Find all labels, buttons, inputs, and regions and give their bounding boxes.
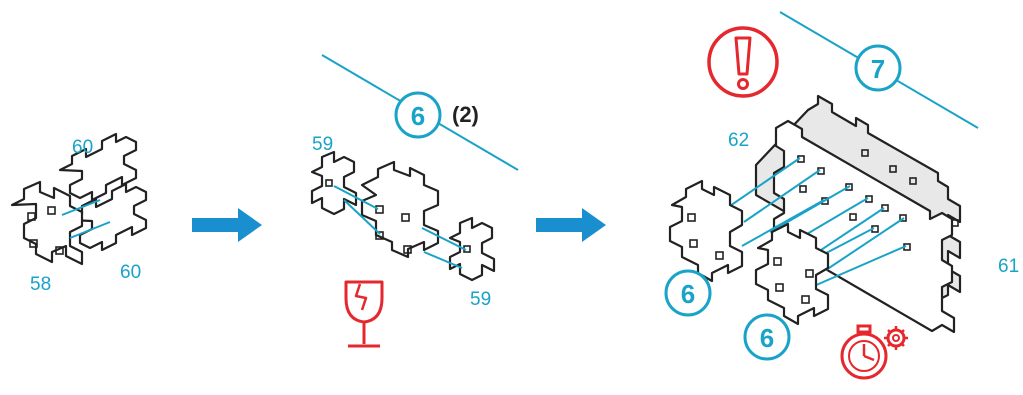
step-badge — [394, 91, 442, 139]
step-badge — [854, 44, 902, 92]
hole — [47, 206, 56, 215]
hole — [805, 269, 814, 278]
rod — [343, 199, 381, 235]
piece-59-right — [448, 216, 496, 282]
rod — [423, 251, 463, 269]
sub-assembly-6-left — [668, 179, 744, 283]
label-59-left: 59 — [312, 134, 333, 155]
rod — [61, 199, 101, 216]
hole — [29, 239, 38, 248]
hole — [403, 245, 412, 254]
hole — [325, 179, 333, 187]
rods — [723, 157, 907, 287]
sub-step-number-1: 6 — [681, 279, 695, 309]
label-60-top: 60 — [72, 137, 93, 158]
sub-assembly-6-right — [754, 222, 830, 326]
hole — [775, 283, 784, 292]
piece-59-left — [310, 150, 358, 216]
step-number: 7 — [871, 54, 885, 84]
next-arrow-2 — [536, 208, 606, 242]
hole — [375, 231, 384, 240]
rod — [333, 185, 379, 210]
step2-assembly: 6 (2) 59 59 — [310, 54, 519, 348]
step1-assembly: 60 60 58 — [10, 132, 148, 295]
label-59-right: 59 — [470, 289, 491, 310]
sub-step-badge-2 — [743, 313, 791, 361]
piece-60-top — [58, 132, 138, 202]
hole — [689, 239, 698, 248]
hole — [715, 251, 724, 260]
piece-center — [360, 160, 440, 259]
hole — [687, 213, 696, 222]
exclamation-warning-icon — [707, 26, 779, 98]
hole — [773, 257, 782, 266]
rod — [69, 221, 111, 239]
rod — [421, 227, 467, 251]
hole — [375, 205, 384, 214]
hole — [401, 213, 410, 222]
label-61: 61 — [998, 256, 1019, 277]
quantity-label: (2) — [452, 102, 479, 127]
hole — [55, 246, 64, 255]
next-arrow-1 — [192, 208, 262, 242]
step3-assembly: 7 — [664, 11, 1019, 380]
sub-step-badge-1 — [664, 269, 712, 317]
label-58: 58 — [30, 274, 51, 295]
sub-step-number-2: 6 — [760, 323, 774, 353]
hole — [27, 212, 36, 221]
fragile-glass-icon — [344, 280, 384, 348]
step-number: 6 — [411, 101, 425, 131]
plate-holes — [797, 149, 959, 251]
piece-58 — [10, 180, 84, 266]
hole — [801, 295, 810, 304]
stopwatch-gear-icon — [840, 324, 908, 380]
label-60-bottom: 60 — [120, 262, 141, 283]
piece-60-bottom — [68, 182, 148, 252]
label-62: 62 — [728, 130, 749, 151]
